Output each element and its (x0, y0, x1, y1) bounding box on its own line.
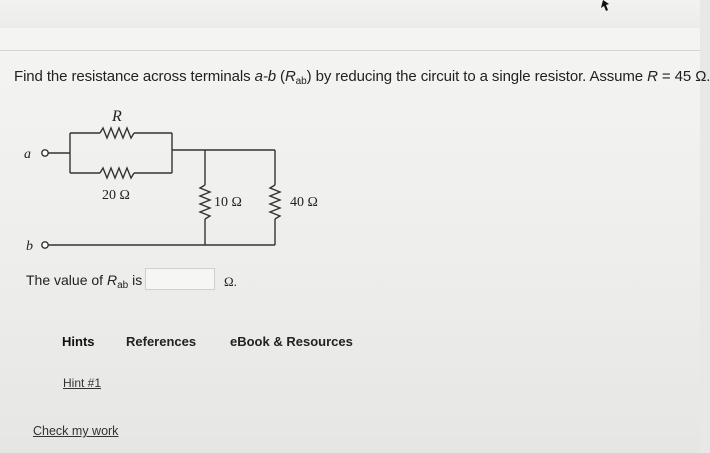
header-divider (0, 50, 700, 51)
terminal-a-label: a (24, 147, 31, 162)
resistor-r (99, 126, 135, 140)
resistor-10 (198, 184, 212, 220)
terminal-b-node (41, 241, 49, 249)
answer-prompt: The value of Rab is (26, 272, 142, 291)
resistor-40 (268, 184, 282, 220)
resistor-20-label: 20 Ω (102, 188, 130, 203)
mouse-cursor-icon (601, 0, 609, 11)
tab-ebook-resources[interactable]: eBook & Resources (230, 334, 353, 349)
resistor-r-label: R (111, 108, 122, 125)
terminal-b-label: b (26, 239, 33, 254)
circuit-diagram: a b R 20 Ω 10 Ω 40 Ω (24, 108, 318, 254)
hint-1-link[interactable]: Hint #1 (63, 376, 102, 390)
question-paren-open: ( (275, 68, 285, 85)
resource-tabs: Hints References eBook & Resources (50, 330, 370, 352)
question-assume-r: R (647, 68, 658, 85)
question-text: Find the resistance across terminals a-b… (14, 68, 710, 87)
question-middle: ) by reducing the circuit to a single re… (306, 68, 648, 85)
resistor-10-label: 10 Ω (214, 195, 242, 210)
question-terminals: a-b (254, 68, 276, 85)
answer-input[interactable] (145, 268, 215, 290)
question-r-symbol: R (284, 68, 296, 85)
answer-r-symbol: R (106, 272, 118, 288)
question-prefix: Find the resistance across terminals (14, 68, 255, 85)
answer-unit: Ω. (224, 274, 237, 289)
resistor-40-label: 40 Ω (290, 195, 318, 210)
tab-hints[interactable]: Hints (62, 334, 95, 349)
top-bar (0, 0, 700, 28)
answer-prefix: The value of (26, 272, 107, 288)
tab-references[interactable]: References (126, 334, 197, 349)
answer-r-subscript: ab (117, 280, 129, 291)
question-r-subscript: ab (295, 76, 307, 87)
terminal-a-node (41, 149, 49, 157)
question-assume-value: = 45 Ω. (657, 68, 710, 85)
check-my-work-link[interactable]: Check my work (33, 424, 119, 438)
answer-suffix: is (128, 272, 143, 288)
resistor-20 (99, 166, 135, 180)
